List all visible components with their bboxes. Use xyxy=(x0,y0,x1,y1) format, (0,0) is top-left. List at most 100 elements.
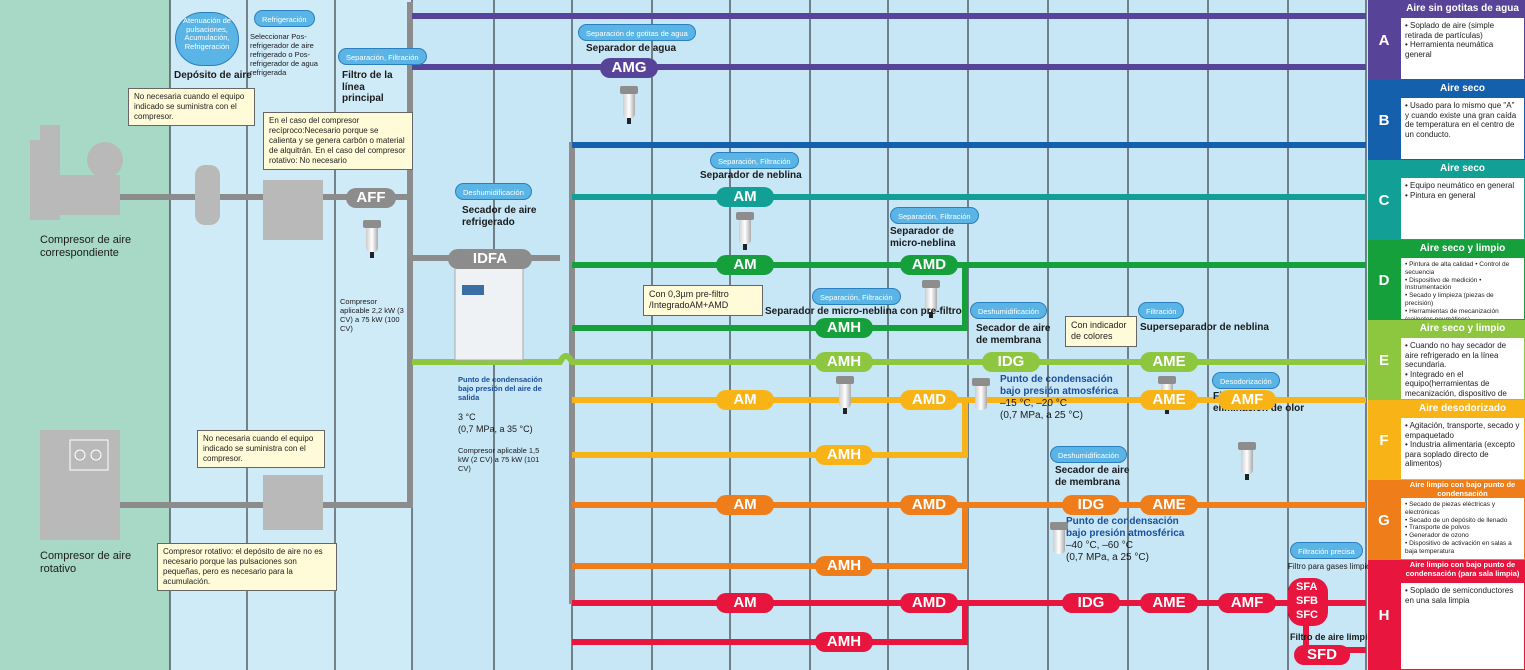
panel-line: • Industria alimentaria (excepto para so… xyxy=(1405,440,1515,469)
aftercooler-icon xyxy=(263,180,323,240)
reciprocating-compressor-label: Compresor de aire correspondiente xyxy=(40,234,132,259)
cooler-text: Seleccionar Pos-refrigerador de aire ref… xyxy=(250,32,318,77)
panel-title: Aire seco y limpio xyxy=(1419,243,1506,254)
amf-capsule-f: AMF xyxy=(1218,390,1276,410)
panel-body: • Cuando no hay secador de aire refriger… xyxy=(1401,338,1524,399)
callout-supplied-compressor: No necesaria cuando el equipo indicado s… xyxy=(128,88,255,126)
pill-membrane-1: Deshumidificación xyxy=(970,302,1047,319)
ame-capsule-h: AME xyxy=(1140,593,1198,613)
am-capsule-f: AM xyxy=(716,390,774,410)
panel-body: • Usado para lo mismo que "A" y cuando e… xyxy=(1401,98,1524,159)
reciprocating-compressor-icon xyxy=(30,125,123,220)
amf-capsule-h: AMF xyxy=(1218,593,1276,613)
am-capsule-c: AM xyxy=(716,187,774,207)
amh-capsule-h: AMH xyxy=(815,632,873,652)
line-g-amh xyxy=(572,505,968,569)
amd-capsule-f: AMD xyxy=(900,390,958,410)
pill-amg: Separación de gotitas de agua xyxy=(578,24,696,41)
dryer-dew-point: Punto de condensación bajo presión del a… xyxy=(458,375,543,402)
amd-capsule-h: AMD xyxy=(900,593,958,613)
ame-callout: Con indicador de colores xyxy=(1065,316,1137,347)
aff-capsule: AFF xyxy=(346,188,396,208)
panel-title: Aire limpio con bajo punto de condensaci… xyxy=(1409,480,1516,498)
pill-precision: Filtración precisa xyxy=(1290,542,1363,559)
sfd-capsule: SFD xyxy=(1294,645,1350,665)
line-h-amh xyxy=(572,603,968,645)
panel-letter: A xyxy=(1378,31,1390,49)
membrane-2-dew-cond: (0,7 MPa, a 25 °C) xyxy=(1066,552,1149,563)
panel-body: • Soplado de semiconductores en una sala… xyxy=(1401,583,1524,669)
amh-label: Separador de micro-neblina con pre-filtr… xyxy=(765,306,962,317)
amh-capsule-g: AMH xyxy=(815,556,873,576)
panel-letter: G xyxy=(1378,511,1390,529)
panel-title: Aire seco xyxy=(1439,163,1486,174)
membrane-2-dew-point: Punto de condensación bajo presión atmos… xyxy=(1066,516,1185,539)
am-capsule-g: AM xyxy=(716,495,774,515)
pill-amh: Separación, Filtración xyxy=(812,288,901,305)
panel-line: • Soplado de semiconductores en una sala… xyxy=(1405,586,1514,605)
distribution-band xyxy=(412,0,1368,670)
amd-capsule-d: AMD xyxy=(900,255,958,275)
amd-label: Separador de micro-neblina xyxy=(890,226,956,249)
am-capsule-d: AM xyxy=(716,255,774,275)
panel-title: Aire seco xyxy=(1439,83,1486,94)
line-d-amh xyxy=(572,265,968,331)
pill-cooler: Refrigeración xyxy=(254,10,315,27)
callout-reciprocating: En el caso del compresor recíproco:Neces… xyxy=(263,112,413,170)
amh-filter-icon xyxy=(836,376,854,414)
panel-letter: C xyxy=(1378,191,1390,209)
membrane-2-label: Secador de aire de membrana xyxy=(1055,465,1130,488)
panel-title: Aire sin gotitas de agua xyxy=(1406,3,1519,14)
panel-line: • Pintura de alta calidad • Control de s… xyxy=(1405,261,1510,276)
amf-filter-icon xyxy=(1238,442,1256,480)
dryer-compressor: Compresor aplicable 1,5 kW (2 CV) a 75 k… xyxy=(458,446,540,473)
dryer-dew-value: 3 °C xyxy=(458,412,476,422)
panel-body: • Secado de piezas eléctricas y electrón… xyxy=(1401,498,1524,559)
panel-line: • Generador de ozono xyxy=(1405,532,1469,540)
aff-filter-icon xyxy=(363,220,381,258)
amd-capsule-g: AMD xyxy=(900,495,958,515)
rotary-compressor-label: Compresor de aire rotativo xyxy=(40,550,132,575)
panel-line: • Equipo neumático en general xyxy=(1405,181,1515,190)
refrigerated-dryer-icon xyxy=(454,264,524,361)
am-capsule-h: AM xyxy=(716,593,774,613)
panel-line: • Agitación, transporte, secado y empaqu… xyxy=(1405,421,1520,440)
main-filter-label: Filtro de la línea principal xyxy=(342,70,393,104)
pill-ame: Filtración xyxy=(1138,302,1185,319)
pill-tank: Atenuación de pulsaciones, Acumulación, … xyxy=(175,12,239,66)
rotary-compressor-icon xyxy=(40,430,120,540)
pill-dryer: Deshumidificación xyxy=(455,183,532,200)
panel-line: • Dispositivo de activación en salas a b… xyxy=(1405,539,1512,555)
pill-am: Separación, Filtración xyxy=(710,152,799,169)
panel-line: • Secado de piezas eléctricas y electrón… xyxy=(1405,501,1496,516)
panel-line: • Cuando no hay secador de aire refriger… xyxy=(1405,341,1507,370)
sfc-label: SFC xyxy=(1296,609,1318,621)
panel-letter: D xyxy=(1378,271,1390,289)
amh-callout: Con 0,3µm pre-filtro /IntegradoAM+AMD xyxy=(643,285,763,316)
amg-filter-icon xyxy=(620,86,638,124)
membrane-1-label: Secador de aire de membrana xyxy=(976,323,1051,346)
am-label: Separador de neblina xyxy=(700,170,802,181)
idg-capsule-e: IDG xyxy=(982,352,1040,372)
am-filter-icon xyxy=(736,212,754,250)
panel-line: • Herramienta neumática general xyxy=(1405,40,1494,59)
membrane-1-icon xyxy=(972,378,990,418)
panel-line: • Soplado de aire (simple retirada de pa… xyxy=(1405,21,1495,40)
idg-capsule-g: IDG xyxy=(1062,495,1120,515)
amh-capsule-f: AMH xyxy=(815,445,873,465)
pill-membrane-2: Deshumidificación xyxy=(1050,446,1127,463)
panel-title: Aire desodorizado xyxy=(1418,403,1507,414)
panel-title: Aire limpio con bajo punto de condensaci… xyxy=(1405,560,1520,578)
aff-compressor: Compresor aplicable 2,2 kW (3 CV) a 75 k… xyxy=(340,297,404,333)
air-tank-icon xyxy=(195,165,220,225)
amh-capsule-e: AMH xyxy=(815,352,873,372)
idg-capsule-h: IDG xyxy=(1062,593,1120,613)
amd-filter-icon xyxy=(922,280,940,318)
sf-capsule-group: SFA SFB SFC xyxy=(1288,578,1328,626)
